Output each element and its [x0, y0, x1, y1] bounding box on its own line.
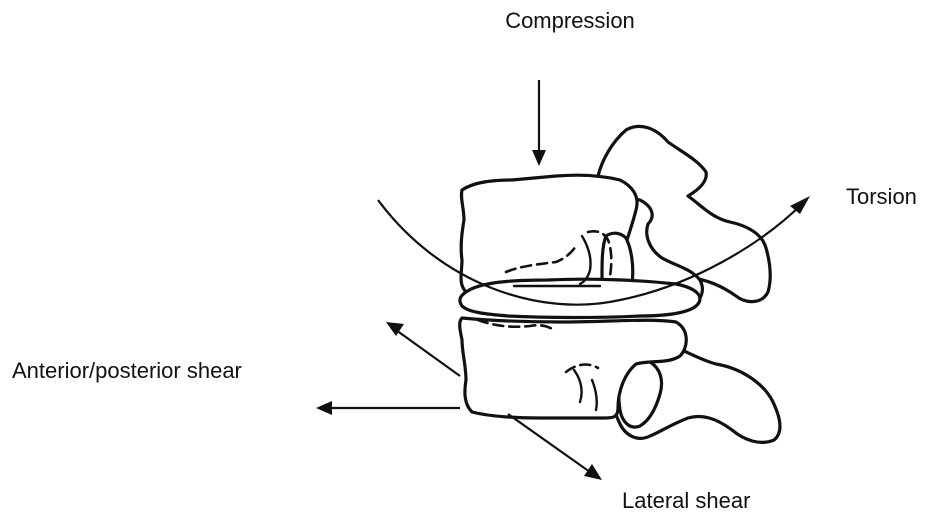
anterior-posterior-shear-arrow-horizontal — [316, 401, 460, 415]
compression-arrow — [532, 80, 546, 166]
compression-label: Compression — [505, 8, 635, 33]
lateral-shear-label: Lateral shear — [622, 488, 750, 513]
lateral-shear-arrow — [508, 414, 602, 480]
vertebra-illustration — [460, 126, 780, 442]
torsion-label: Torsion — [846, 184, 917, 209]
anterior-posterior-shear-arrow-diagonal — [386, 322, 460, 376]
anterior-posterior-shear-label: Anterior/posterior shear — [12, 358, 242, 383]
